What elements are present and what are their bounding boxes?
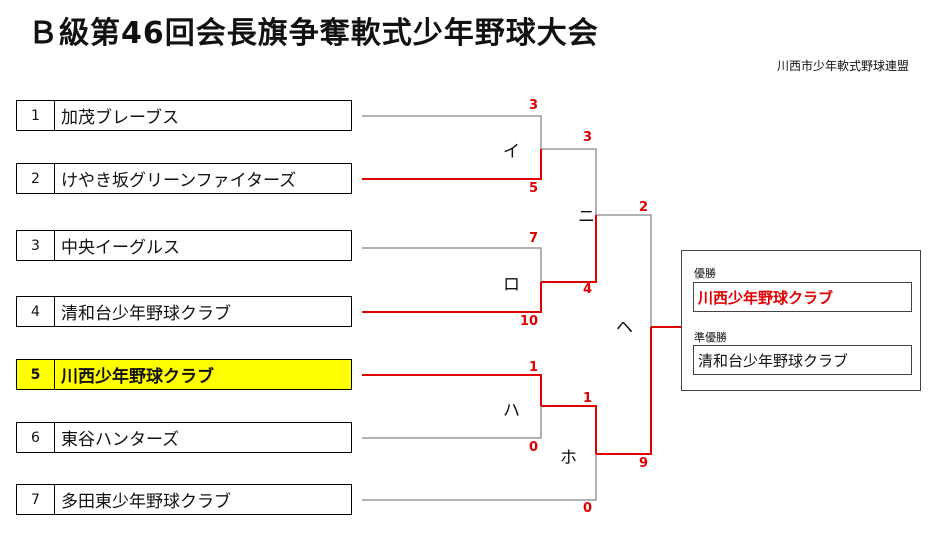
path-team1 [362,115,542,149]
score-ho-bottom: 0 [583,501,593,516]
team-4-number: 4 [17,297,55,326]
match-label-ha: ハ [503,401,520,421]
score-he-bottom: 9 [639,456,649,471]
team-7-name: 多田東少年野球クラブ [61,492,231,512]
team-2-name: けやき坂グリーンファイターズ [61,171,297,191]
page-title: Ｂ級第46回会長旗争奪軟式少年野球大会 [28,16,599,51]
team-5-number: 5 [17,360,55,389]
path-match-ho [596,327,652,455]
score-ha-bottom: 0 [529,440,539,455]
path-team4 [362,282,542,313]
score-i-top: 3 [529,98,539,113]
path-match-ro [541,215,597,283]
team-6-number: 6 [17,423,55,452]
path-match-ha [541,405,597,454]
match-label-ho: ホ [560,448,577,468]
score-ha-top: 1 [529,360,539,375]
runner-up-label: 準優勝 [694,331,727,344]
team-5-name: 川西少年野球クラブ [61,367,214,387]
path-team2 [362,149,542,180]
team-4-name: 清和台少年野球クラブ [61,304,231,324]
score-ro-bottom: 10 [520,314,539,329]
path-match-i [541,148,597,215]
score-he-top: 2 [639,200,649,215]
path-team3 [362,247,542,282]
losing-paths [362,115,652,501]
match-label-ro: ロ [503,275,520,295]
score-i-bottom: 5 [529,181,539,196]
team-4-box: 4 清和台少年野球クラブ [16,296,352,327]
team-6-box: 6 東谷ハンターズ [16,422,352,453]
score-ni-bottom: 4 [583,282,593,297]
team-3-box: 3 中央イーグルス [16,230,352,261]
team-1-box: 1 加茂ブレーブス [16,100,352,131]
team-7-box: 7 多田東少年野球クラブ [16,484,352,515]
score-ni-top: 3 [583,130,593,145]
runner-up-name: 清和台少年野球クラブ [693,345,912,375]
match-label-he: ヘ [616,318,633,338]
match-label-ni: ニ [578,207,595,227]
organizer-name: 川西市少年軟式野球連盟 [776,59,909,73]
team-1-number: 1 [17,101,55,130]
path-team6 [362,406,542,439]
team-3-name: 中央イーグルス [61,238,180,258]
match-label-i: イ [503,142,520,162]
team-1-name: 加茂ブレーブス [61,108,179,128]
team-2-box: 2 けやき坂グリーンファイターズ [16,163,352,194]
team-3-number: 3 [17,231,55,260]
winner-name: 川西少年野球クラブ [693,282,912,312]
score-ho-top: 1 [583,391,593,406]
score-ro-top: 7 [529,231,539,246]
team-7-number: 7 [17,485,55,514]
team-5-box: 5 川西少年野球クラブ [16,359,352,390]
winning-paths [362,149,681,455]
result-panel: 優勝 川西少年野球クラブ 準優勝 清和台少年野球クラブ [681,250,921,391]
winner-label: 優勝 [694,267,716,280]
path-match-ni [596,214,652,327]
team-6-name: 東谷ハンターズ [61,430,180,450]
path-team7 [362,454,597,501]
path-team5 [362,374,542,406]
team-2-number: 2 [17,164,55,193]
